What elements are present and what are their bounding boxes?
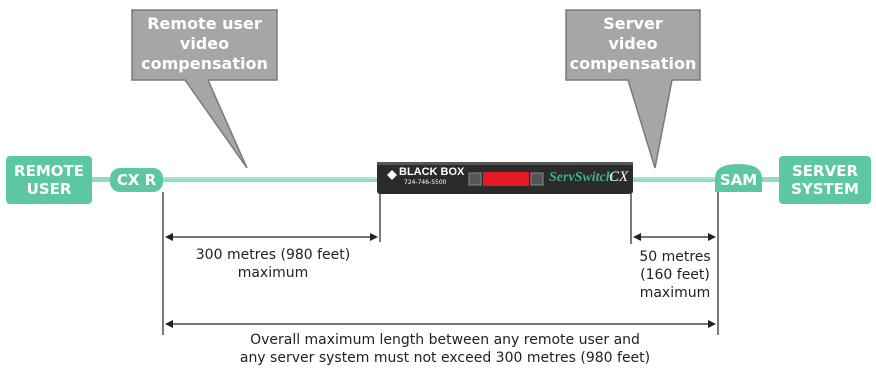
indicator-right (530, 172, 544, 186)
remote-callout-line-1: Remote user (147, 14, 262, 33)
cable-cxr-to-unit (160, 177, 382, 182)
led-display (483, 172, 529, 186)
remote-callout-line-2: video (179, 34, 230, 53)
overall-length-line-1: Overall maximum length between any remot… (250, 332, 640, 348)
server-callout-line-2: video (608, 34, 658, 53)
remote-length-line-1: 300 metres (980 feet) (195, 247, 351, 263)
remote-callout-text: Remote user video compensation (132, 14, 277, 74)
remote-user-line-1: REMOTE (14, 162, 84, 180)
unit-top-edge (377, 162, 633, 165)
remote-callout-shape (131, 9, 278, 169)
server-callout-line-1: Server (603, 14, 663, 33)
server-length-line-2: (160 feet) (640, 267, 710, 283)
cx-r-label: CX R (116, 171, 157, 189)
server-length-label: 50 metres (160 feet) maximum (628, 248, 722, 302)
remote-length-label: 300 metres (980 feet) maximum (170, 246, 376, 282)
cable-sam-to-server (760, 177, 782, 182)
server-length-line-1: 50 metres (639, 249, 711, 265)
cable-remote-user-to-cxr (90, 177, 114, 182)
remote-callout-line-3: compensation (141, 54, 268, 73)
remote-callout (131, 9, 278, 169)
server-callout-shape (565, 9, 701, 169)
cx-r-box (110, 168, 163, 192)
unit-model: CX (609, 169, 629, 185)
arrow-overall-left (165, 320, 173, 328)
cable-unit-to-sam (632, 177, 720, 182)
server-system-line-2: SYSTEM (791, 180, 859, 198)
servswitch-unit (377, 162, 633, 194)
server-length-line-3: maximum (639, 285, 711, 301)
arrow-remote-right (370, 233, 378, 241)
black-box-logo-icon (387, 170, 397, 180)
server-callout-line-3: compensation (569, 54, 697, 73)
arrow-server-right (708, 233, 716, 241)
indicator-left (468, 172, 482, 186)
arrow-server-left (633, 233, 641, 241)
overall-length-line-2: any server system must not exceed 300 me… (239, 350, 651, 366)
overall-length-label: Overall maximum length between any remot… (150, 331, 740, 367)
unit-product: ServSwitch (549, 170, 614, 185)
server-system-box (779, 156, 871, 204)
remote-length-line-2: maximum (237, 265, 309, 281)
cables (90, 177, 782, 182)
sam-shape (715, 164, 762, 192)
arrow-remote-left (165, 233, 173, 241)
remote-user-box (6, 156, 92, 204)
unit-phone: 724-746-5500 (404, 179, 447, 186)
server-callout (565, 9, 701, 169)
unit-brand: BLACK BOX (399, 166, 465, 178)
server-system-label: SERVER SYSTEM (779, 162, 871, 198)
arrow-overall-right (708, 320, 716, 328)
dimension-lines (162, 192, 719, 335)
remote-user-label: REMOTE USER (6, 162, 92, 198)
server-system-line-1: SERVER (791, 162, 858, 180)
server-callout-text: Server video compensation (566, 14, 700, 74)
remote-user-line-2: USER (26, 180, 72, 198)
sam-label: SAM (719, 171, 758, 189)
